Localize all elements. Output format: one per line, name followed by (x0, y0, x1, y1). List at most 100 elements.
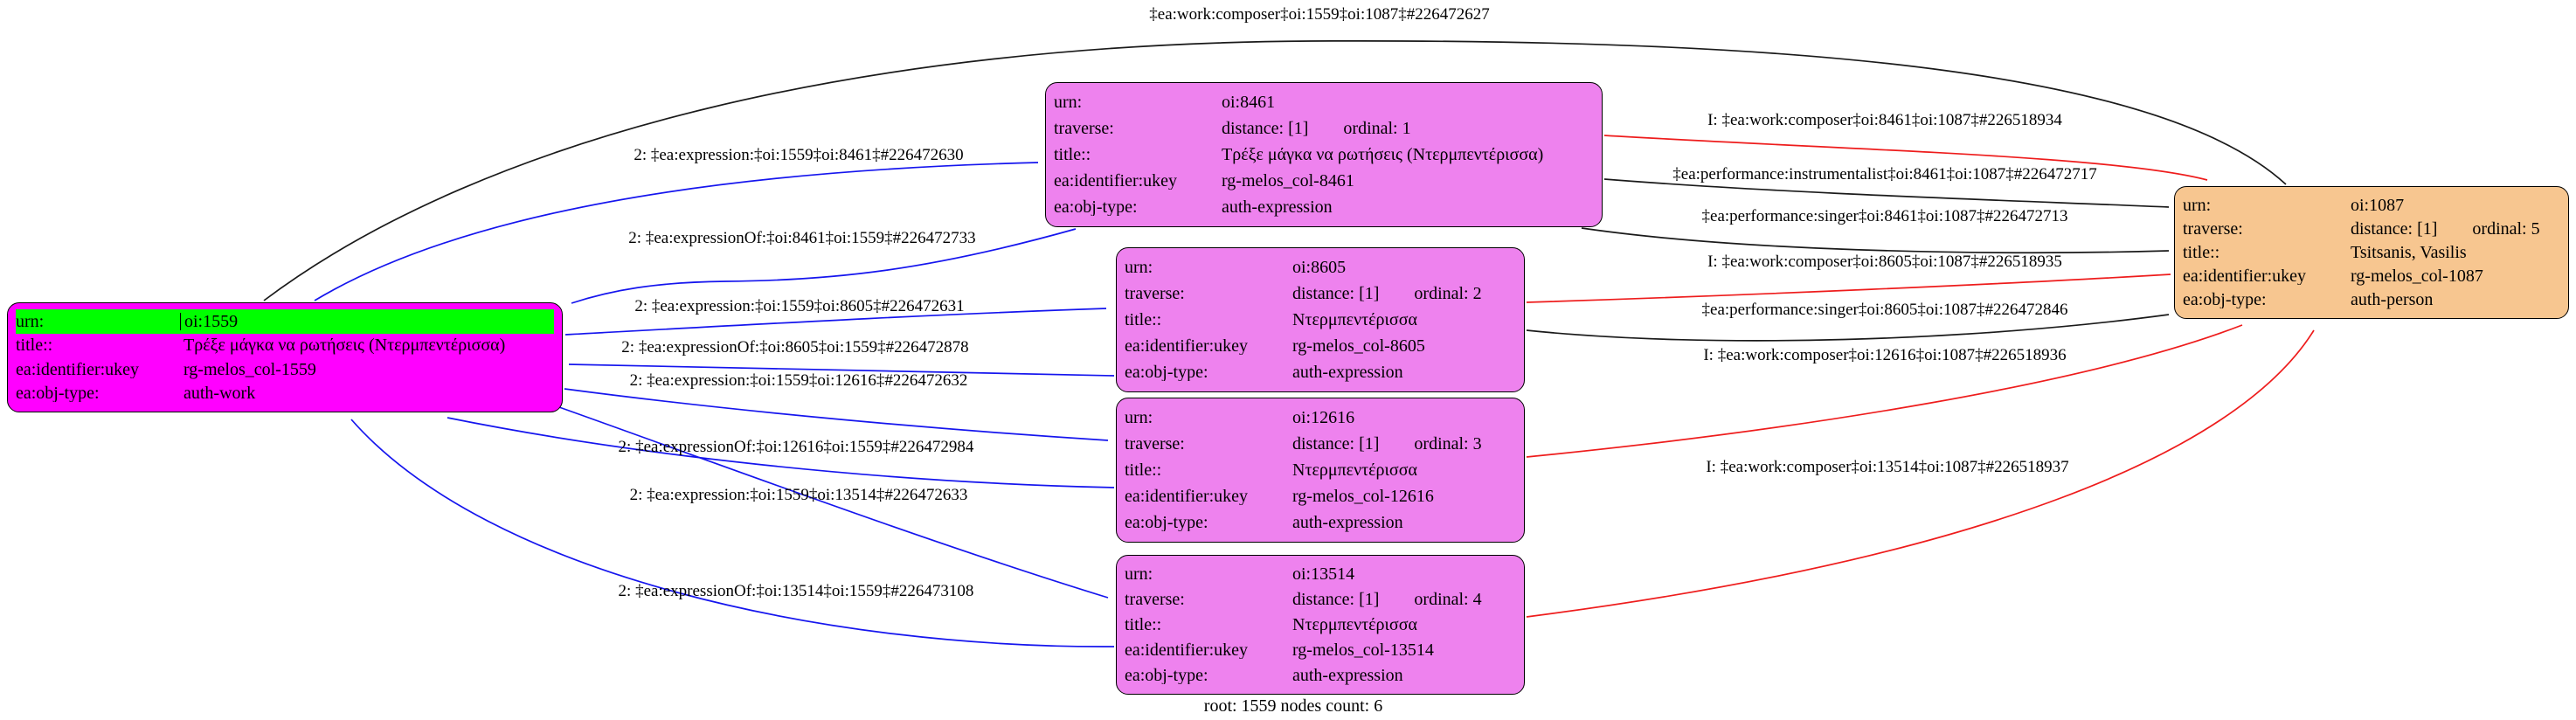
node-12616-ukey-row: ea:identifier:ukey rg-melos_col-12616 (1125, 483, 1516, 509)
field-label: traverse: (2183, 219, 2243, 238)
field-value: oi:12616 (1292, 408, 1355, 427)
edge-label-work-composer-13514-1087: I: ‡ea:work:composer‡oi:13514‡oi:1087‡#2… (1706, 458, 2069, 476)
field-value: rg-melos_col-12616 (1292, 487, 1434, 506)
field-value: oi:8461 (1222, 93, 1276, 112)
traverse-ordinal: ordinal: 1 (1343, 119, 1411, 138)
traverse-distance: distance: [1] (1222, 119, 1309, 138)
node-13514-objtype-row: ea:obj-type: auth-expression (1125, 662, 1516, 688)
field-value: oi:1559 (180, 312, 554, 330)
edge-expression-1559-13514 (558, 406, 1109, 599)
edge-work-composer-8461-1087 (1603, 135, 2208, 181)
field-value: auth-expression (1222, 197, 1333, 217)
node-13514-urn-row: urn: oi:13514 (1125, 562, 1516, 587)
field-value: auth-person (2351, 290, 2434, 310)
field-label: ea:obj-type: (1125, 666, 1208, 684)
graph-caption: root: 1559 nodes count: 6 (1203, 696, 1383, 716)
field-value: auth-expression (1292, 665, 1403, 685)
traverse-distance: distance: [1] (2351, 218, 2438, 239)
field-value: oi:8605 (1292, 258, 1347, 277)
field-label: traverse: (1054, 120, 1114, 137)
field-value: rg-melos_col-8461 (1222, 171, 1354, 190)
edge-label-perf-instrumentalist-8461-1087: ‡ea:performance:instrumentalist‡oi:8461‡… (1672, 165, 2097, 183)
field-label: ea:obj-type: (1125, 514, 1208, 531)
node-13514-ukey-row: ea:identifier:ukey rg-melos_col-13514 (1125, 637, 1516, 662)
field-label: traverse: (1125, 285, 1185, 302)
node-oi-8605[interactable]: urn: oi:8605 traverse: distance: [1] ordi… (1116, 247, 1525, 392)
edge-expression-1559-12616 (564, 388, 1109, 441)
node-8461-urn-row: urn: oi:8461 (1054, 89, 1594, 115)
field-label: ea:identifier:ukey (1054, 172, 1178, 190)
edge-work-composer-13514-1087 (1526, 329, 2315, 618)
edge-label-expressionOf-8461-1559: 2: ‡ea:expressionOf:‡oi:8461‡oi:1559‡#22… (628, 229, 976, 247)
edge-label-work-composer-8605-1087: I: ‡ea:work:composer‡oi:8605‡oi:1087‡#22… (1707, 253, 2062, 271)
field-label: ea:obj-type: (1054, 198, 1138, 216)
traverse-distance: distance: [1] (1292, 590, 1380, 610)
edge-label-expression-1559-8605: 2: ‡ea:expression:‡oi:1559‡oi:8605‡#2264… (634, 297, 965, 315)
edge-work-composer-8605-1087 (1526, 273, 2171, 303)
field-value: distance: [1] ordinal: 1 (1222, 120, 1594, 137)
edge-label-expressionOf-8605-1559: 2: ‡ea:expressionOf:‡oi:8605‡oi:1559‡#22… (621, 338, 969, 357)
edge-perf-singer-8461-1087 (1581, 227, 2170, 253)
node-12616-objtype-row: ea:obj-type: auth-expression (1125, 509, 1516, 536)
node-1087-traverse-row: traverse: distance: [1] ordinal: 5 (2183, 217, 2560, 240)
field-value: oi:13514 (1292, 564, 1355, 585)
field-label: urn: (2183, 196, 2212, 214)
traverse-ordinal: ordinal: 2 (1414, 284, 1482, 303)
field-label: traverse: (1125, 591, 1185, 609)
field-label: urn: (1125, 259, 1153, 276)
node-13514-traverse-row: traverse: distance: [1]ordinal: 4 (1125, 587, 1516, 613)
edge-expressionOf-8605-1559 (568, 363, 1115, 377)
field-value: auth-work (184, 384, 256, 404)
node-oi-1559[interactable]: urn: oi:1559 title:: Τρέξε μάγκα να ρωτή… (7, 302, 563, 412)
edge-perf-instrumentalist-8461-1087 (1603, 178, 2170, 208)
field-label: ea:obj-type: (2183, 291, 2267, 309)
node-1087-ukey-row: ea:identifier:ukey rg-melos_col-1087 (2183, 265, 2560, 288)
edge-label-expressionOf-13514-1559: 2: ‡ea:expressionOf:‡oi:13514‡oi:1559‡#2… (618, 582, 974, 600)
field-label: ea:identifier:ukey (1125, 640, 1249, 659)
node-13514-title-row: title:: Ντερμπεντέρισσα (1125, 613, 1516, 638)
node-8605-objtype-row: ea:obj-type: auth-expression (1125, 359, 1516, 385)
field-value: Τρέξε μάγκα να ρωτήσεις (Ντερμπεντέρισσα… (1222, 145, 1544, 164)
node-1559-title-row: title:: Τρέξε μάγκα να ρωτήσεις (Ντερμπε… (16, 334, 554, 358)
field-label: urn: (16, 312, 45, 330)
edge-label-perf-singer-8461-1087: ‡ea:performance:singer‡oi:8461‡oi:1087‡#… (1701, 207, 2068, 225)
node-oi-13514[interactable]: urn: oi:13514 traverse: distance: [1]ord… (1116, 555, 1525, 695)
edge-label-work-composer-1559-1087: ‡ea:work:composer‡oi:1559‡oi:1087‡#22647… (1149, 5, 1490, 24)
field-value: Tsitsanis, Vasilis (2351, 243, 2467, 262)
traverse-distance: distance: [1] (1292, 284, 1380, 303)
field-label: ea:obj-type: (16, 384, 100, 403)
field-label: ea:identifier:ukey (16, 360, 140, 378)
node-oi-8461[interactable]: urn: oi:8461 traverse: distance: [1] ordi… (1045, 82, 1603, 227)
field-label: ea:identifier:ukey (1125, 488, 1249, 505)
field-label: title:: (1125, 311, 1162, 329)
field-value: oi:1087 (2351, 195, 2405, 215)
field-value: distance: [1] ordinal: 2 (1292, 285, 1516, 302)
field-label: title:: (2183, 244, 2220, 261)
field-value: rg-melos_col-13514 (1292, 640, 1434, 660)
edge-label-expression-1559-13514: 2: ‡ea:expression:‡oi:1559‡oi:13514‡#226… (629, 486, 968, 504)
field-value: Ντερμπεντέρισσα (1292, 614, 1417, 634)
field-label: title:: (1125, 461, 1162, 479)
node-8605-title-row: title:: Ντερμπεντέρισσα (1125, 307, 1516, 333)
node-1559-urn-row: urn: oi:1559 (16, 309, 554, 334)
node-1087-objtype-row: ea:obj-type: auth-person (2183, 288, 2560, 312)
field-label: urn: (1125, 565, 1153, 584)
traverse-distance: distance: [1] (1292, 434, 1380, 453)
edge-expression-1559-8605 (564, 308, 1107, 336)
field-label: ea:identifier:ukey (2183, 267, 2307, 286)
node-1559-ukey-row: ea:identifier:ukey rg-melos_col-1559 (16, 357, 554, 382)
node-oi-1087[interactable]: urn: oi:1087 traverse: distance: [1] ordi… (2174, 186, 2569, 319)
node-8461-objtype-row: ea:obj-type: auth-expression (1054, 194, 1594, 220)
traverse-ordinal: ordinal: 5 (2472, 218, 2540, 239)
field-label: title:: (16, 336, 53, 355)
node-12616-title-row: title:: Ντερμπεντέρισσα (1125, 457, 1516, 483)
edge-label-expressionOf-12616-1559: 2: ‡ea:expressionOf:‡oi:12616‡oi:1559‡#2… (618, 438, 974, 456)
node-8605-urn-row: urn: oi:8605 (1125, 254, 1516, 280)
node-oi-12616[interactable]: urn: oi:12616 traverse: distance: [1]ord… (1116, 398, 1525, 543)
edge-label-expression-1559-12616: 2: ‡ea:expression:‡oi:1559‡oi:12616‡#226… (629, 371, 968, 390)
field-label: urn: (1125, 409, 1153, 426)
edge-label-work-composer-12616-1087: I: ‡ea:work:composer‡oi:12616‡oi:1087‡#2… (1703, 346, 2067, 364)
field-value: Τρέξε μάγκα να ρωτήσεις (Ντερμπεντέρισσα… (184, 336, 506, 356)
edge-expressionOf-13514-1559 (350, 419, 1115, 647)
